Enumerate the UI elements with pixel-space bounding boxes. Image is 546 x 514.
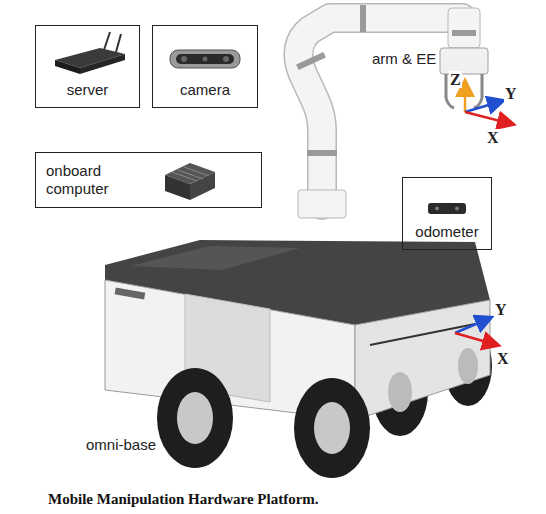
axis-label: X [496, 350, 510, 367]
axis-label: Y [494, 301, 508, 318]
box-label: camera [153, 81, 257, 99]
part-label: arm & EE [372, 50, 436, 68]
part-label: omni-base [86, 436, 156, 454]
server-icon [55, 32, 125, 74]
box-label: odometer [403, 223, 491, 241]
device-box: server [35, 25, 140, 108]
camera-icon [170, 50, 240, 68]
robot-arm [296, 5, 488, 218]
device-box: onboard computer [35, 152, 262, 208]
odometer-icon [428, 203, 466, 214]
base-frame-axes [455, 318, 497, 345]
axis-label: Z [449, 71, 462, 88]
omni-base [105, 240, 492, 478]
figure-caption: Mobile Manipulation Hardware Platform. [48, 490, 319, 508]
axis-label: Y [504, 85, 518, 102]
box-label: onboard computer [46, 162, 126, 198]
device-box: camera [152, 25, 258, 108]
device-box: odometer [402, 177, 492, 250]
computer-icon [165, 163, 215, 200]
axis-label: X [486, 129, 500, 146]
box-label: server [36, 81, 139, 99]
